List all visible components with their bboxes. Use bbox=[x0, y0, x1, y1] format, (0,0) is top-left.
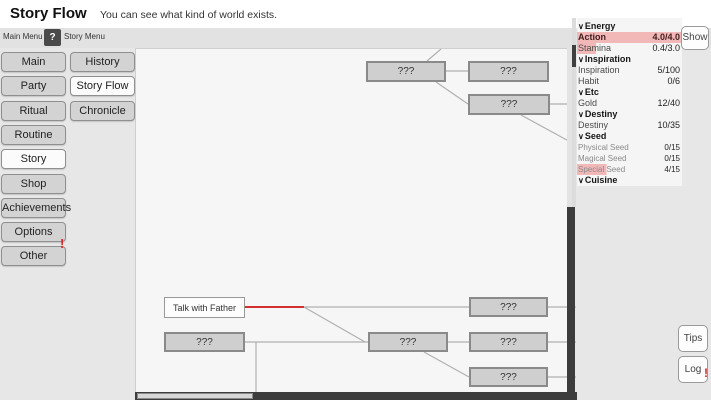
resource-group-header[interactable]: ∨Seed bbox=[578, 131, 607, 141]
flow-edge bbox=[435, 81, 469, 105]
resource-value: 4.0/4.0 bbox=[652, 32, 680, 42]
resource-label: Magical Seed bbox=[578, 154, 627, 163]
resource-group-header[interactable]: ∨Destiny bbox=[578, 109, 618, 119]
story-node-unknown[interactable]: ??? bbox=[468, 61, 549, 82]
resource-value: 0.4/3.0 bbox=[652, 43, 680, 53]
tips-button[interactable]: Tips bbox=[678, 325, 708, 352]
resource-value: 0/15 bbox=[664, 154, 680, 163]
sidebar-item-party[interactable]: Party bbox=[1, 76, 66, 97]
resource-label: Physical Seed bbox=[578, 143, 629, 152]
resource-group-header[interactable]: ∨Inspiration bbox=[578, 54, 631, 64]
resource-value: 4/15 bbox=[664, 165, 680, 174]
sidebar-item-other[interactable]: Other bbox=[1, 246, 66, 267]
chevron-down-icon: ∨ bbox=[578, 88, 584, 97]
story-node-unknown[interactable]: ??? bbox=[468, 94, 550, 115]
menu-strip: Main Menu ? Story Menu bbox=[0, 28, 711, 48]
top-bar: Story Flow You can see what kind of worl… bbox=[0, 0, 711, 28]
page-subtitle: You can see what kind of world exists. bbox=[100, 9, 278, 21]
resource-label: Special Seed bbox=[578, 165, 626, 174]
flow-edges bbox=[245, 49, 576, 393]
main-menu-label: Main Menu bbox=[3, 32, 43, 41]
resource-value: 10/35 bbox=[657, 120, 680, 130]
resource-row: Gold 12/40 bbox=[577, 98, 682, 109]
panel-scrollbar-track[interactable] bbox=[572, 18, 576, 207]
resource-label: Habit bbox=[578, 76, 600, 86]
resource-value: 0/15 bbox=[664, 143, 680, 152]
resource-row: Action 4.0/4.0 bbox=[577, 32, 682, 43]
resource-row: Physical Seed 0/15 bbox=[577, 142, 682, 153]
resource-label: Action bbox=[578, 32, 606, 42]
help-button[interactable]: ? bbox=[44, 29, 61, 46]
sidebar-item-main[interactable]: Main bbox=[1, 52, 66, 72]
log-alert-icon: ! bbox=[704, 366, 708, 380]
story-node-unknown[interactable]: ??? bbox=[366, 61, 446, 82]
resource-row: Habit 0/6 bbox=[577, 76, 682, 87]
sidebar-item-story[interactable]: Story bbox=[1, 149, 66, 170]
resource-group-header[interactable]: ∨Energy bbox=[578, 21, 616, 31]
chevron-down-icon: ∨ bbox=[578, 55, 584, 64]
resource-label: Gold bbox=[578, 98, 598, 108]
resource-value: 5/100 bbox=[657, 65, 680, 75]
story-node-unknown[interactable]: ??? bbox=[469, 332, 548, 352]
flow-edge bbox=[303, 306, 366, 343]
resource-row: Destiny 10/35 bbox=[577, 120, 682, 131]
chevron-down-icon: ∨ bbox=[578, 132, 584, 141]
sidebar-item-options[interactable]: Options bbox=[1, 222, 66, 243]
sidebar-item-achievements[interactable]: Achievements bbox=[1, 197, 71, 218]
resource-row: Stamina 0.4/3.0 bbox=[577, 43, 682, 54]
canvas-vertical-scrollbar-track[interactable] bbox=[567, 48, 575, 207]
resource-row: Magical Seed 0/15 bbox=[577, 153, 682, 164]
chevron-down-icon: ∨ bbox=[578, 110, 584, 119]
chevron-down-icon: ∨ bbox=[578, 176, 584, 185]
other-alert-icon: ! bbox=[60, 236, 65, 252]
show-button[interactable]: Show bbox=[681, 26, 709, 50]
story-node-unknown[interactable]: ??? bbox=[368, 332, 448, 352]
resource-group-header[interactable]: ∨Etc bbox=[578, 87, 599, 97]
resource-value: 12/40 bbox=[657, 98, 680, 108]
resource-label: Destiny bbox=[578, 120, 609, 130]
resource-row: Special Seed 4/15 bbox=[577, 164, 682, 175]
sidebar-item-shop[interactable]: Shop bbox=[1, 173, 66, 194]
resource-label: Stamina bbox=[578, 43, 612, 53]
page-title: Story Flow bbox=[10, 5, 87, 22]
sidebar-item-routine[interactable]: Routine bbox=[1, 124, 66, 145]
canvas-horizontal-scrollbar-track[interactable] bbox=[135, 392, 577, 400]
flow-edge bbox=[426, 49, 442, 62]
canvas-vertical-scrollbar-thumb[interactable] bbox=[567, 207, 575, 392]
resource-row: Inspiration 5/100 bbox=[577, 65, 682, 76]
story-node-unknown[interactable]: ??? bbox=[469, 367, 548, 387]
story-node-unknown[interactable]: ??? bbox=[164, 332, 245, 352]
chevron-down-icon: ∨ bbox=[578, 22, 584, 31]
story-node-unknown[interactable]: ??? bbox=[469, 297, 548, 317]
story-menu-label: Story Menu bbox=[64, 32, 105, 41]
panel-scrollbar-thumb[interactable] bbox=[572, 45, 576, 67]
submenu-item-chronicle[interactable]: Chronicle bbox=[70, 100, 135, 121]
canvas-horizontal-scrollbar-thumb[interactable] bbox=[137, 393, 253, 399]
log-button[interactable]: Log! bbox=[678, 356, 708, 383]
story-flow-canvas[interactable]: ????????? Talk with Father??????????????? bbox=[135, 48, 576, 393]
flow-edge bbox=[423, 351, 470, 378]
story-node-revealed[interactable]: Talk with Father bbox=[164, 297, 245, 318]
submenu-item-history[interactable]: History bbox=[70, 52, 135, 72]
flow-edge bbox=[520, 114, 576, 146]
submenu-item-story-flow[interactable]: Story Flow bbox=[70, 76, 135, 97]
sidebar-item-ritual[interactable]: Ritual bbox=[1, 100, 66, 121]
resource-value: 0/6 bbox=[667, 76, 680, 86]
resource-group-header[interactable]: ∨Cuisine bbox=[578, 175, 618, 185]
resource-label: Inspiration bbox=[578, 65, 620, 75]
